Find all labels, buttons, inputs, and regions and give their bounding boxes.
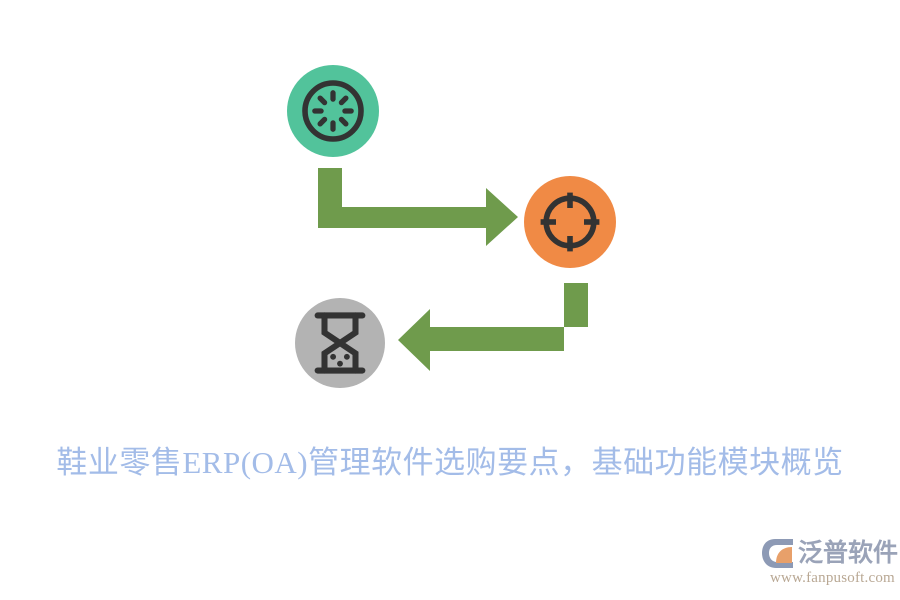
brand-row: 泛普软件	[762, 534, 898, 572]
node-hourglass-badge	[295, 298, 385, 388]
connector-elbow-down-left	[398, 283, 588, 373]
target-icon	[535, 187, 605, 257]
brand-url: www.fanpusoft.com	[770, 570, 895, 586]
watermark-logo: 泛普软件 www.fanpusoft.com	[762, 534, 898, 590]
diagram-caption: 鞋业零售ERP(OA)管理软件选购要点，基础功能模块概览	[56, 445, 844, 480]
connector-elbow-down-right	[318, 168, 518, 250]
brand-name: 泛普软件	[798, 538, 899, 567]
spinner-icon	[298, 76, 368, 146]
hourglass-icon	[311, 312, 369, 374]
node-spinner-badge	[287, 65, 379, 157]
fanpu-logo-mark-icon	[762, 537, 796, 569]
node-target-badge	[524, 176, 616, 268]
